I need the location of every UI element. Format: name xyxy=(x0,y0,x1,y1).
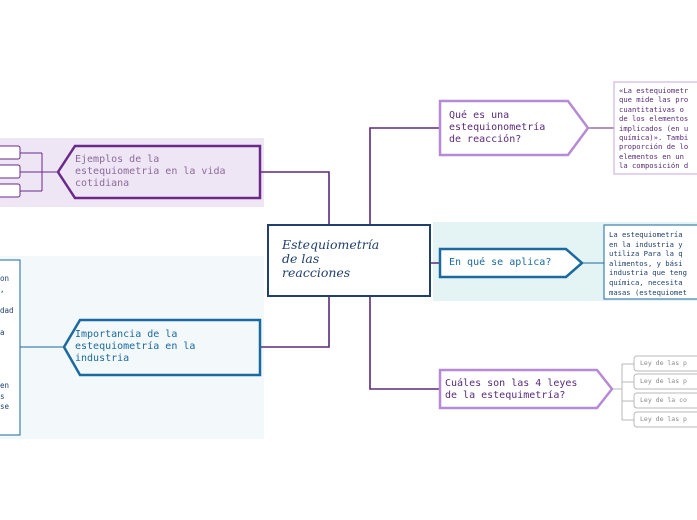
que-es-node-label[interactable]: Qué es una estequionometría de reacción? xyxy=(449,110,546,145)
definicion-text[interactable]: «La estequiometr que mide las pro cuanti… xyxy=(619,86,689,171)
leyes-node-label[interactable]: Cuáles son las 4 leyes de la estequimetr… xyxy=(445,378,578,401)
ley-item-4[interactable]: Ley de las p xyxy=(640,415,687,423)
connector-que-es xyxy=(369,127,440,225)
ejemplo-item-3 xyxy=(0,183,21,198)
importancia-node-box xyxy=(62,318,262,377)
connector-leyes xyxy=(369,296,440,390)
que-es-node-box xyxy=(438,99,590,157)
connector-ejemplos-items xyxy=(20,152,58,192)
importancia-fragment-text[interactable]: on , dad a en s se xyxy=(0,274,14,412)
ley-item-3[interactable]: Ley de la co xyxy=(640,396,687,404)
aplica-node-box xyxy=(438,247,584,279)
ejemplo-item-1 xyxy=(0,145,21,160)
ley-item-1-box xyxy=(633,355,697,372)
aplicacion-box xyxy=(603,224,697,300)
importancia-fragment-box xyxy=(0,259,21,436)
aplica-node-label[interactable]: En qué se aplica? xyxy=(449,257,552,268)
ley-item-3-box xyxy=(633,392,697,409)
importancia-node-label[interactable]: Importancia de la estequiometría en la i… xyxy=(75,329,196,364)
center-node-title[interactable]: Estequiometría de las reacciones xyxy=(282,237,380,280)
ejemplo-item-2 xyxy=(0,164,21,179)
ejemplos-node-label[interactable]: Ejemplos de la estequiometria en la vida… xyxy=(75,154,226,189)
ejemplos-node-box xyxy=(56,144,262,200)
definicion-box xyxy=(613,81,697,175)
aplicacion-text[interactable]: La estequiometría en la industria y util… xyxy=(609,230,687,297)
connector-importancia xyxy=(260,296,330,348)
leyes-node-box xyxy=(438,368,614,410)
ley-item-4-box xyxy=(633,411,697,428)
ley-item-2-box xyxy=(633,373,697,390)
ley-item-2[interactable]: Ley de las p xyxy=(640,377,687,385)
connector-leyes-items xyxy=(612,363,634,421)
center-node-box xyxy=(267,224,431,297)
ley-item-1[interactable]: Ley de las p xyxy=(640,359,687,367)
connector-ejemplos xyxy=(260,171,330,225)
